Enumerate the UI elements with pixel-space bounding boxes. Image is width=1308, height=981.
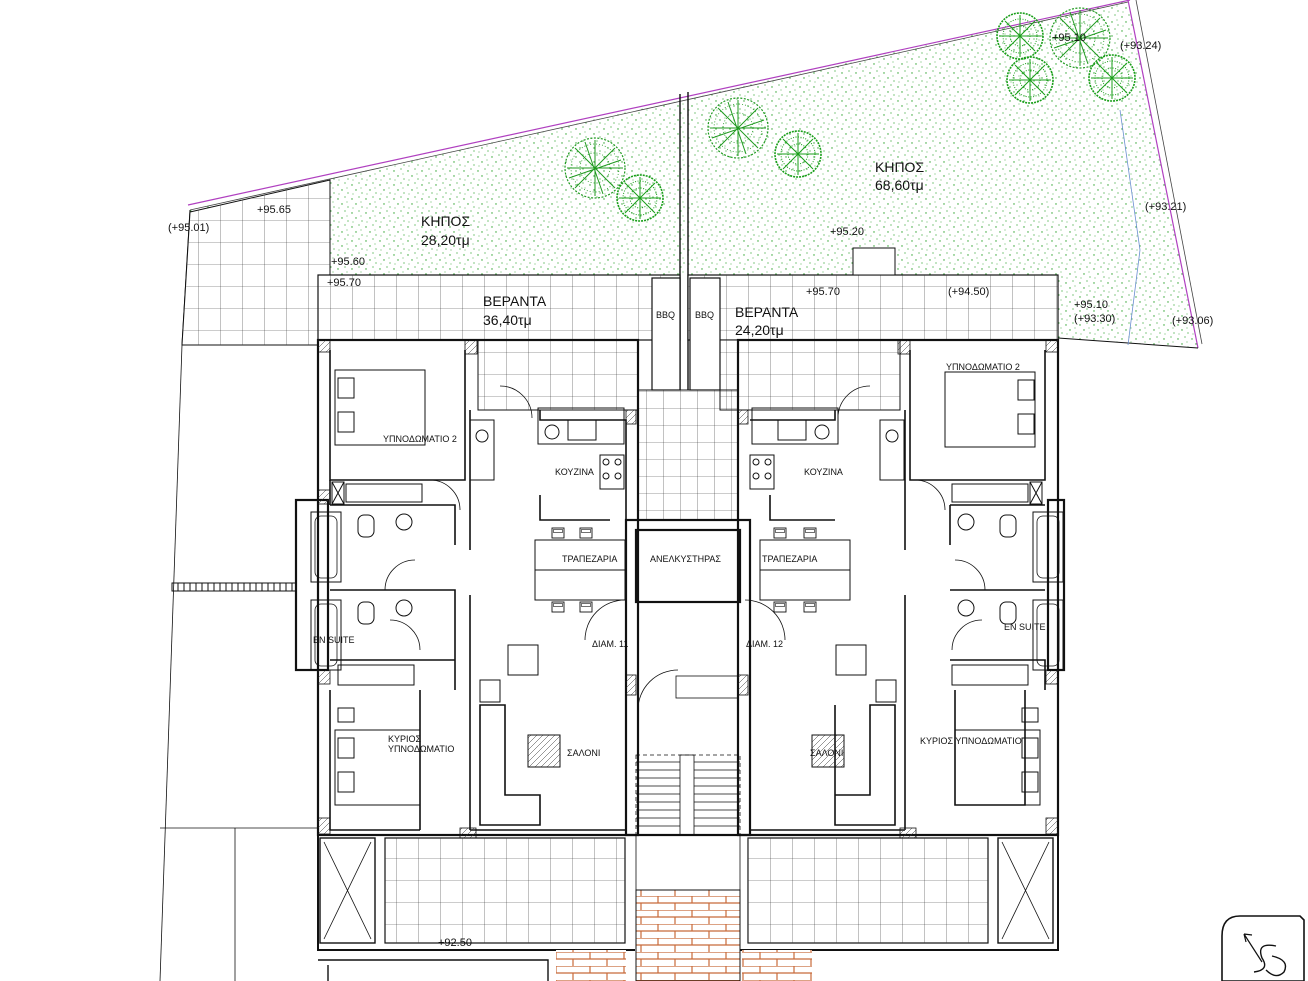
veranda-right-area: 24,20τμ	[735, 322, 784, 338]
veranda-bottom-right	[740, 835, 1059, 951]
staircase	[635, 675, 741, 891]
level-label: (+93.06)	[1172, 315, 1214, 327]
site-boundary	[159, 0, 1203, 981]
garden-right-title: ΚΗΠΟΣ	[875, 159, 925, 175]
bed-left-master	[334, 707, 421, 806]
level-label: (+95.01)	[168, 222, 210, 234]
veranda-bottom-left	[317, 835, 635, 951]
room-label-bedroom2-right: ΥΠΝΟΔΩΜΑΤΙΟ 2	[946, 362, 1020, 372]
interior-walls-right	[750, 350, 1046, 831]
door-swings	[384, 385, 986, 711]
paved-terrace-left	[181, 179, 331, 346]
level-label: (+93.21)	[1145, 201, 1187, 213]
architect-logo	[1221, 915, 1305, 981]
kitchen-fixtures	[469, 407, 905, 490]
room-label-bedroom2-left: ΥΠΝΟΔΩΜΑΤΙΟ 2	[383, 434, 457, 444]
bed-right-2	[944, 371, 1036, 448]
brick-path	[635, 889, 741, 981]
chimney	[852, 247, 896, 276]
level-label: +95.10	[1052, 32, 1086, 44]
bed-left-2	[334, 369, 426, 446]
brick-strip-right	[742, 950, 812, 981]
interior-walls-left	[329, 350, 627, 831]
veranda-left-title: ΒΕΡΑΝΤΑ	[483, 293, 547, 309]
level-label: +95.70	[806, 286, 840, 298]
bbq-right-label: BBQ	[695, 310, 715, 320]
room-label-master-left: ΥΠΝΟΔΩΜΑΤΙΟ	[388, 744, 455, 754]
room-label-elevator: ΑΝΕΛΚΥΣΤΗΡΑΣ	[650, 554, 721, 564]
dining-tables	[534, 527, 851, 613]
room-label-master-left: ΚΥΡΙΟΣ	[388, 734, 422, 744]
garden-left-title: ΚΗΠΟΣ	[421, 213, 471, 229]
level-label: +95.70	[327, 277, 361, 289]
veranda-left	[317, 274, 681, 411]
level-label: (+93.24)	[1120, 40, 1162, 52]
level-label: +95.10	[1074, 299, 1108, 311]
bbq-left	[651, 277, 681, 391]
room-label-living-left: ΣΑΛΟΝΙ	[567, 748, 601, 758]
fence-grate	[171, 582, 297, 592]
veranda-right-title: ΒΕΡΑΝΤΑ	[735, 304, 799, 320]
veranda-right	[687, 274, 1059, 411]
room-label-living-right: ΣΑΛΟΝΙ	[810, 748, 844, 758]
garden-right-area: 68,60τμ	[875, 177, 924, 193]
bbq-left-label: BBQ	[656, 310, 676, 320]
room-label-kitchen-right: ΚΟΥΖΙΝΑ	[804, 467, 843, 477]
apartment-label-12: ΔΙΑΜ. 12	[746, 639, 784, 649]
room-label-dining-right: ΤΡΑΠΕΖΑΡΙΑ	[762, 554, 818, 564]
room-label-ensuite-left: EN SUITE	[313, 635, 355, 645]
brick-strip-left	[556, 950, 626, 981]
columns	[317, 339, 1059, 839]
room-label-ensuite-right: EN SUITE	[1004, 622, 1046, 632]
veranda-left-area: 36,40τμ	[483, 312, 532, 328]
living-furniture	[479, 644, 897, 768]
level-label: +95.65	[257, 204, 291, 216]
level-label: (+94.50)	[948, 286, 990, 298]
garden-left-area: 28,20τμ	[421, 232, 470, 248]
central-passage	[637, 389, 739, 521]
level-label: +92.50	[438, 937, 472, 949]
room-label-kitchen-left: ΚΟΥΖΙΝΑ	[555, 467, 594, 477]
lower-wall	[318, 959, 549, 981]
room-label-dining-left: ΤΡΑΠΕΖΑΡΙΑ	[562, 554, 618, 564]
level-label: +95.60	[331, 256, 365, 268]
bed-right-master	[954, 707, 1041, 806]
level-label: +95.20	[830, 226, 864, 238]
bathrooms	[310, 481, 1064, 686]
room-label-master-right: ΚΥΡΙΟΣ ΥΠΝΟΔΩΜΑΤΙΟ	[920, 736, 1022, 746]
apartment-label-11: ΔΙΑΜ. 11	[592, 639, 629, 649]
bbq-right	[689, 277, 721, 391]
level-label: (+93.30)	[1074, 313, 1116, 325]
